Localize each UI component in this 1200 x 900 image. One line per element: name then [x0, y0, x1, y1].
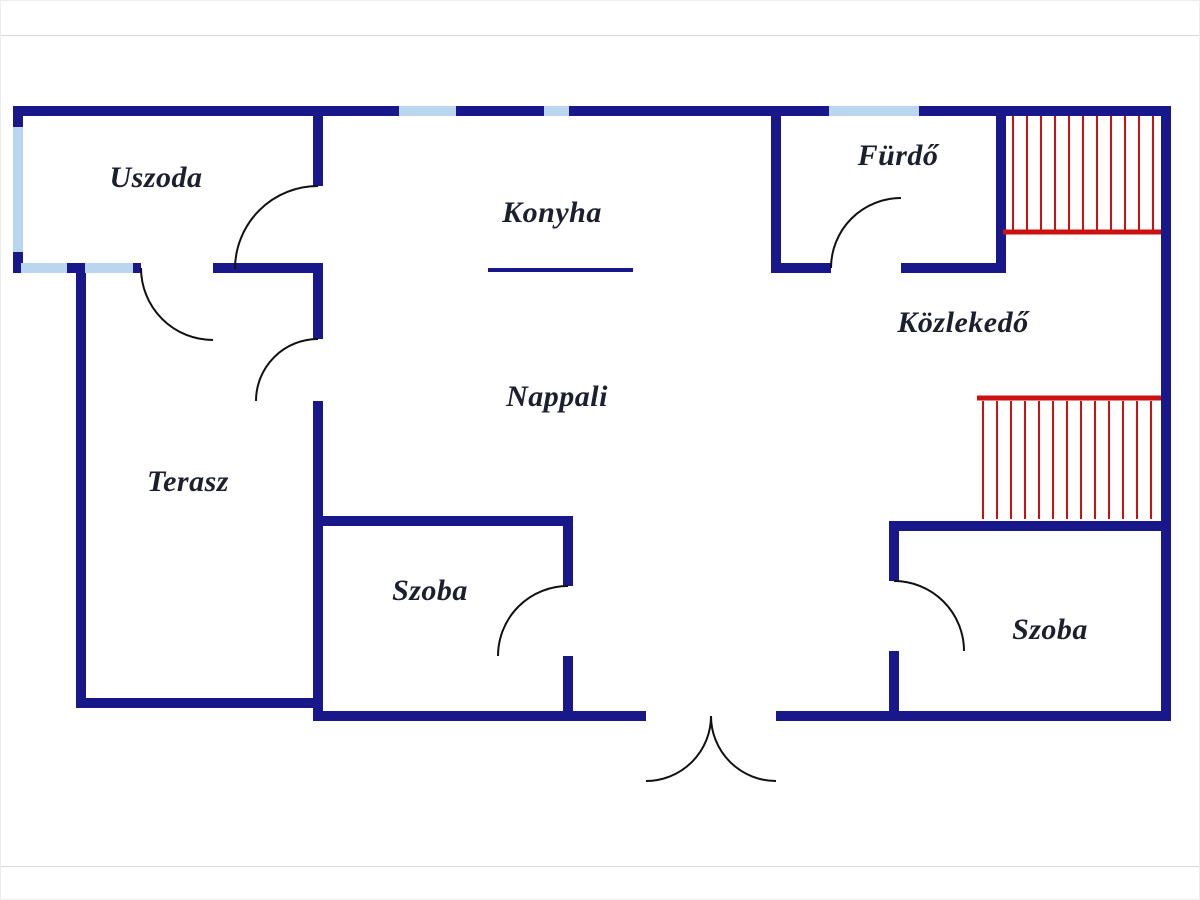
window-pool-left — [13, 127, 23, 252]
wall-szoba-left-right-b — [563, 656, 573, 721]
door-arc-entrance-right — [710, 715, 777, 782]
room-label-nappali: Nappali — [506, 380, 608, 413]
door-arc-entrance-left — [645, 715, 712, 782]
window-pool-bottom-2 — [85, 263, 133, 273]
stairs-upper — [1003, 116, 1161, 235]
door-arc-pool-to-terrace — [140, 267, 214, 341]
wall-main-bottom-right — [776, 711, 1171, 721]
door-arc-bathroom — [830, 197, 902, 269]
wall-bath-bottom-right — [901, 263, 1006, 273]
window-kitchen-1 — [399, 106, 456, 116]
stairs-lower — [977, 395, 1161, 519]
wall-bath-left — [771, 106, 781, 273]
windows-group — [13, 106, 919, 273]
door-arc-pool-to-house — [234, 185, 319, 270]
wall-szoba-right-left-b — [889, 651, 899, 721]
window-kitchen-2 — [544, 106, 569, 116]
door-arc-szoba-left — [497, 585, 569, 657]
frame-line-bottom — [1, 866, 1199, 867]
wall-szoba-left-right-a — [563, 516, 573, 586]
frame-line-top — [1, 35, 1199, 36]
wall-pool-bottom-right — [213, 263, 323, 273]
wall-main-left-c — [313, 401, 323, 721]
doors-group — [140, 185, 965, 782]
wall-terrace-left — [76, 263, 86, 708]
door-arc-szoba-right — [893, 580, 965, 652]
konyha-underline — [488, 268, 633, 272]
wall-szoba-right-top — [889, 521, 1171, 531]
room-label-konyha: Konyha — [502, 196, 602, 229]
window-bath — [829, 106, 919, 116]
room-label-kozlekedo: Közlekedő — [897, 306, 1029, 339]
wall-pool-top — [13, 106, 323, 116]
wall-szoba-right-left-a — [889, 521, 899, 581]
wall-bath-bottom-left — [771, 263, 831, 273]
room-label-furdo: Fürdő — [857, 139, 939, 172]
wall-main-right — [1161, 106, 1171, 721]
wall-main-top — [313, 106, 1171, 116]
wall-szoba-left-top — [313, 516, 573, 526]
wall-main-left-a — [313, 106, 323, 186]
room-label-terasz: Terasz — [147, 465, 229, 498]
wall-bath-right — [996, 106, 1006, 273]
door-arc-terrace-to-house — [255, 338, 319, 402]
wall-main-left-b — [313, 269, 323, 339]
room-label-uszoda: Uszoda — [109, 161, 203, 194]
wall-main-bottom-left — [313, 711, 646, 721]
window-pool-bottom-1 — [21, 263, 67, 273]
room-label-szoba-left: Szoba — [392, 574, 468, 607]
wall-terrace-bottom — [76, 698, 323, 708]
room-label-szoba-right: Szoba — [1012, 613, 1088, 646]
